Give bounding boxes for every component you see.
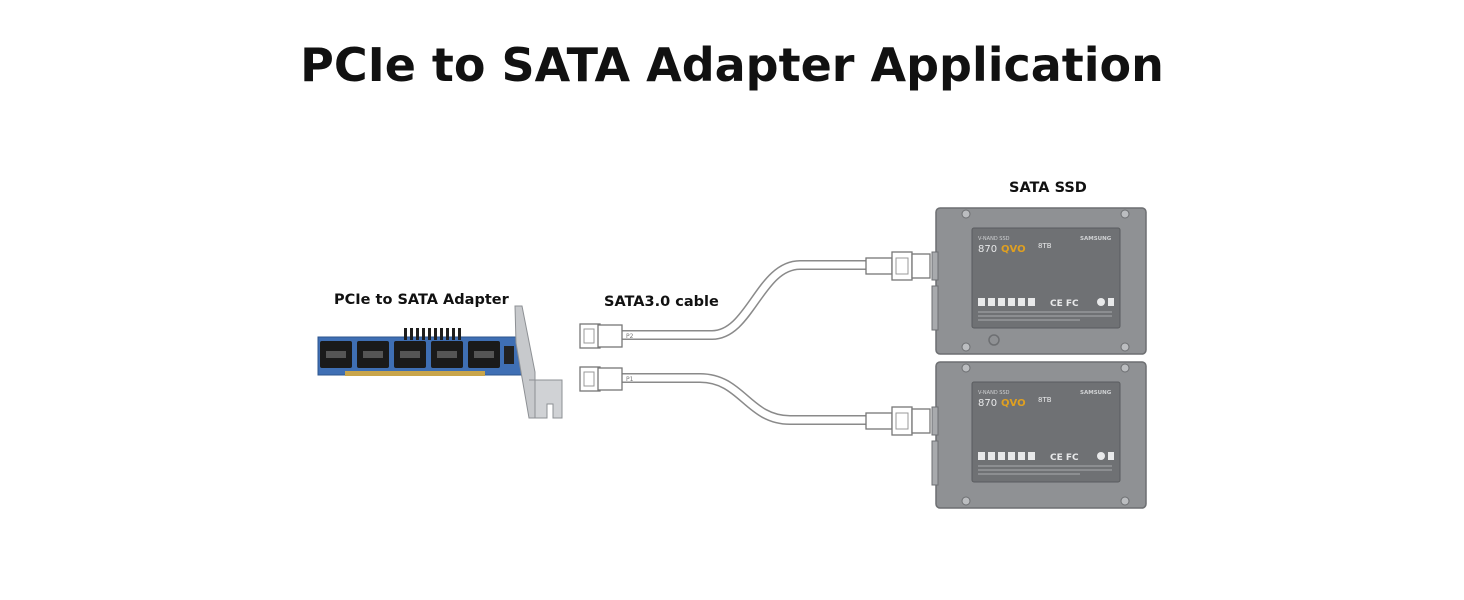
sata-cable-lower [615, 373, 897, 425]
cable-connector-left-upper: P2 [579, 323, 634, 349]
connector-mark: P1 [626, 376, 634, 383]
ssd-header: V-NAND SSD [978, 390, 1010, 396]
pcie-adapter-card [317, 305, 563, 419]
ssd-model-prefix: 870 [978, 244, 997, 255]
cable-label: SATA3.0 cable [604, 294, 719, 310]
cable-connector-right-lower [865, 406, 931, 436]
ssd-cert-marks: CE FC [1050, 453, 1079, 463]
sata-port [394, 341, 426, 368]
ssd-brand: SAMSUNG [1080, 236, 1112, 242]
ssd-cert-icons [978, 452, 1114, 460]
ssd-fine-print [978, 311, 1112, 321]
ssd-label: SATA SSD [1009, 180, 1087, 196]
ssd-bottom: V-NAND SSD 870 QVO 8TB SAMSUNG CE FC [931, 361, 1147, 509]
ssd-model-suffix: QVO [1001, 398, 1026, 409]
sata-port [320, 341, 352, 368]
cable-connector-left-lower: P1 [579, 366, 634, 392]
page-title: PCIe to SATA Adapter Application [300, 38, 1164, 92]
sata-port [357, 341, 389, 368]
ssd-top: V-NAND SSD 870 QVO 8TB SAMSUNG CE FC [931, 207, 1147, 355]
ssd-brand: SAMSUNG [1080, 390, 1112, 396]
adapter-heatsink [404, 328, 461, 340]
connector-mark: P2 [626, 333, 634, 340]
ssd-model-prefix: 870 [978, 398, 997, 409]
adapter-label: PCIe to SATA Adapter [334, 292, 509, 308]
cable-connector-right-upper [865, 251, 931, 281]
adapter-sata-ports [320, 341, 500, 368]
ssd-capacity: 8TB [1038, 396, 1052, 404]
ssd-fine-print [978, 465, 1112, 475]
adapter-bracket [514, 305, 563, 419]
adapter-gold-edge [345, 371, 485, 376]
ssd-model-suffix: QVO [1001, 244, 1026, 255]
ssd-cert-icons [978, 298, 1114, 306]
adapter-chip [504, 346, 514, 364]
ssd-capacity: 8TB [1038, 242, 1052, 250]
sata-port [468, 341, 500, 368]
sata-port [431, 341, 463, 368]
ssd-header: V-NAND SSD [978, 236, 1010, 242]
ssd-cert-marks: CE FC [1050, 299, 1079, 309]
sata-cable-upper [615, 260, 897, 340]
sata-cables [615, 260, 897, 425]
